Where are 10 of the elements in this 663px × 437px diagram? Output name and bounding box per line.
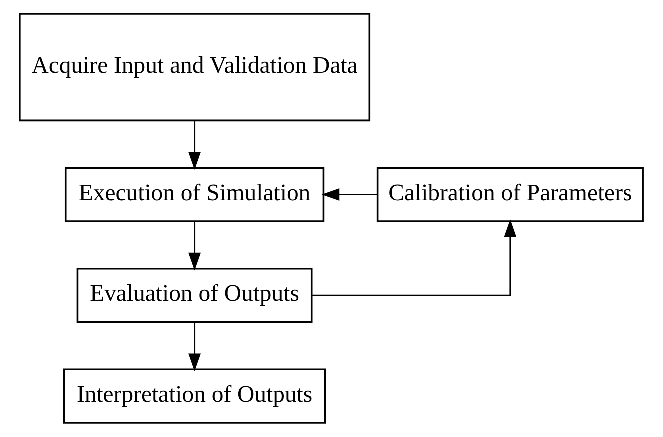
node-box: Calibration of Parameters xyxy=(376,167,644,222)
arrow xyxy=(188,322,202,372)
arrow xyxy=(188,222,202,271)
node-box: Interpretation of Outputs xyxy=(64,368,326,424)
arrow xyxy=(188,121,202,170)
node-box: Execution of Simulation xyxy=(64,167,325,222)
arrow xyxy=(312,220,517,296)
node-box: Evaluation of Outputs xyxy=(76,268,313,324)
node-box: Acquire Input and Validation Data xyxy=(19,13,371,122)
arrow xyxy=(322,188,378,202)
